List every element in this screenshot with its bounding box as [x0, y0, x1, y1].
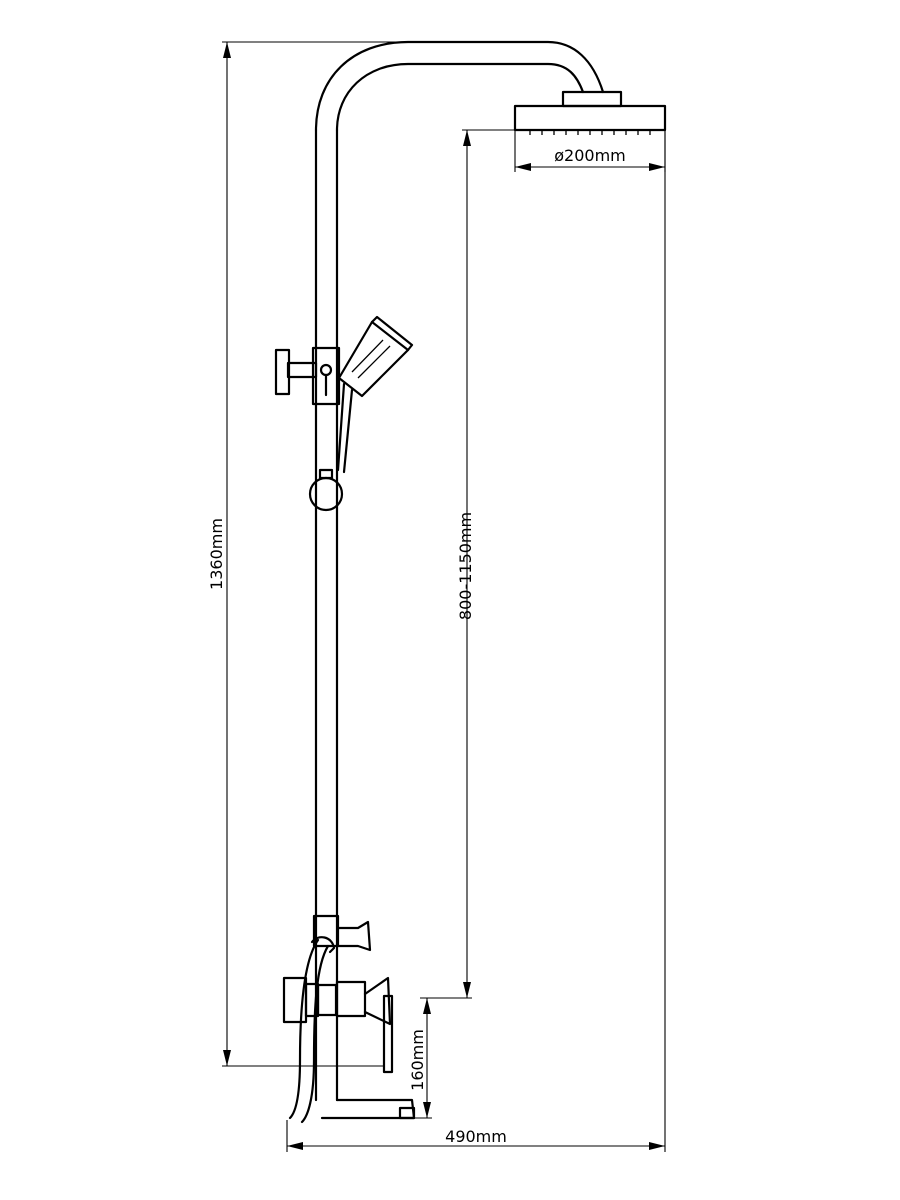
hand-shower-holder	[274, 346, 341, 406]
hand-shower	[336, 315, 414, 474]
dimension-head-diameter-label: ø200mm	[554, 146, 626, 165]
slider-knob	[308, 468, 344, 512]
dimension-overall-height	[222, 41, 410, 1067]
hose-bracket	[310, 914, 372, 954]
shower-hose	[288, 938, 330, 1124]
dimension-adjustable-height	[420, 129, 665, 999]
rain-shower-head	[513, 90, 667, 135]
mixer-valve	[282, 976, 394, 1074]
dimension-overall-height-label: 1360mm	[207, 518, 226, 590]
dimension-spout-height-label: 160mm	[408, 1029, 427, 1091]
dimension-total-width	[286, 130, 666, 1152]
dimension-spout-height	[392, 998, 432, 1119]
dimension-adjustable-height-label: 800-1150mm	[456, 512, 475, 620]
tub-spout	[320, 1098, 416, 1120]
dimension-total-width-label: 490mm	[445, 1127, 507, 1146]
